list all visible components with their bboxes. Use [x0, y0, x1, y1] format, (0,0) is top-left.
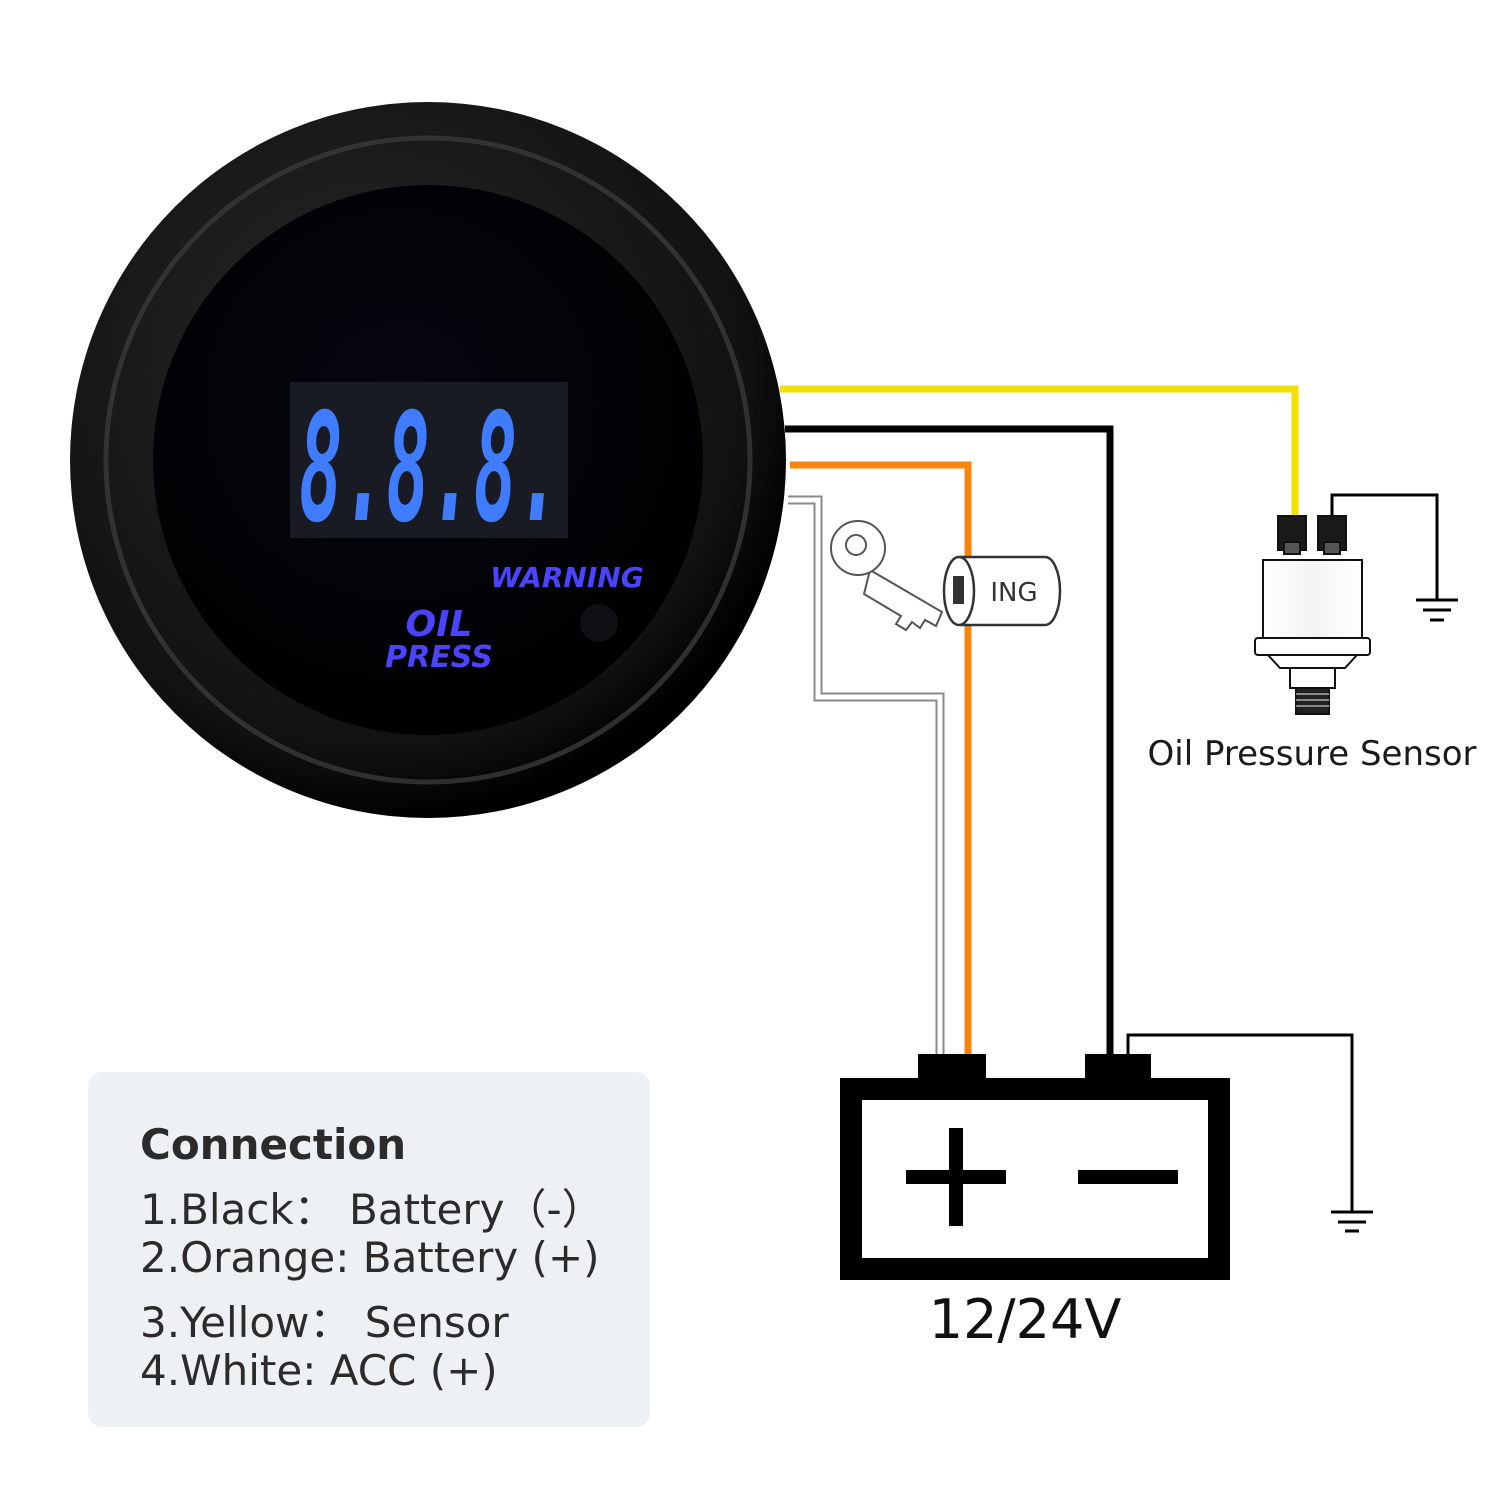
sensor-ground-wire	[1330, 493, 1439, 600]
sensor-label: Oil Pressure Sensor	[1148, 734, 1477, 774]
ignition-switch: ING	[942, 555, 1062, 627]
yellow-wire	[780, 385, 1299, 520]
voltage-label: 12/24V	[929, 1288, 1122, 1351]
wires	[780, 385, 1439, 1212]
oil-pressure-gauge: 8.8.8. WARNING OIL PRESS	[70, 102, 786, 818]
ignition-keyhole-icon	[953, 576, 964, 604]
legend-item: 1.Black： Battery（-）	[140, 1185, 604, 1234]
connection-legend: Connection 1.Black： Battery（-） 2.Orange:…	[88, 1072, 650, 1427]
minus-symbol	[1078, 1170, 1178, 1184]
orange-wire	[790, 461, 972, 1058]
battery-negative-terminal	[1085, 1054, 1151, 1082]
white-wire-core	[788, 497, 943, 1058]
lcd-digits: 8.8.8.	[299, 382, 561, 556]
gauge-bezel-highlight	[103, 135, 753, 785]
lcd-display-panel	[290, 382, 568, 538]
white-wire	[788, 495, 945, 1058]
legend-item: 4.White: ACC (+)	[140, 1346, 498, 1395]
gauge-name-line2: PRESS	[385, 640, 493, 675]
legend-title: Connection	[140, 1120, 407, 1169]
oil-pressure-sensor-icon	[1254, 515, 1371, 715]
black-wire	[785, 425, 1114, 1058]
plus-symbol-v	[949, 1128, 963, 1226]
battery-icon	[840, 1054, 1230, 1280]
battery-ground-wire	[1126, 1033, 1354, 1212]
battery-ground-icon	[1331, 1210, 1373, 1233]
warning-led	[580, 604, 618, 642]
gauge-name-line1: OIL	[406, 604, 473, 645]
battery-positive-terminal	[918, 1054, 986, 1082]
warning-label: WARNING	[490, 561, 643, 594]
legend-item: 2.Orange: Battery (+)	[140, 1233, 600, 1282]
key-icon	[830, 520, 944, 632]
ignition-label: ING	[990, 578, 1037, 608]
legend-item: 3.Yellow： Sensor	[140, 1298, 509, 1347]
sensor-ground-icon	[1416, 598, 1458, 622]
ignition-body	[960, 555, 1062, 627]
